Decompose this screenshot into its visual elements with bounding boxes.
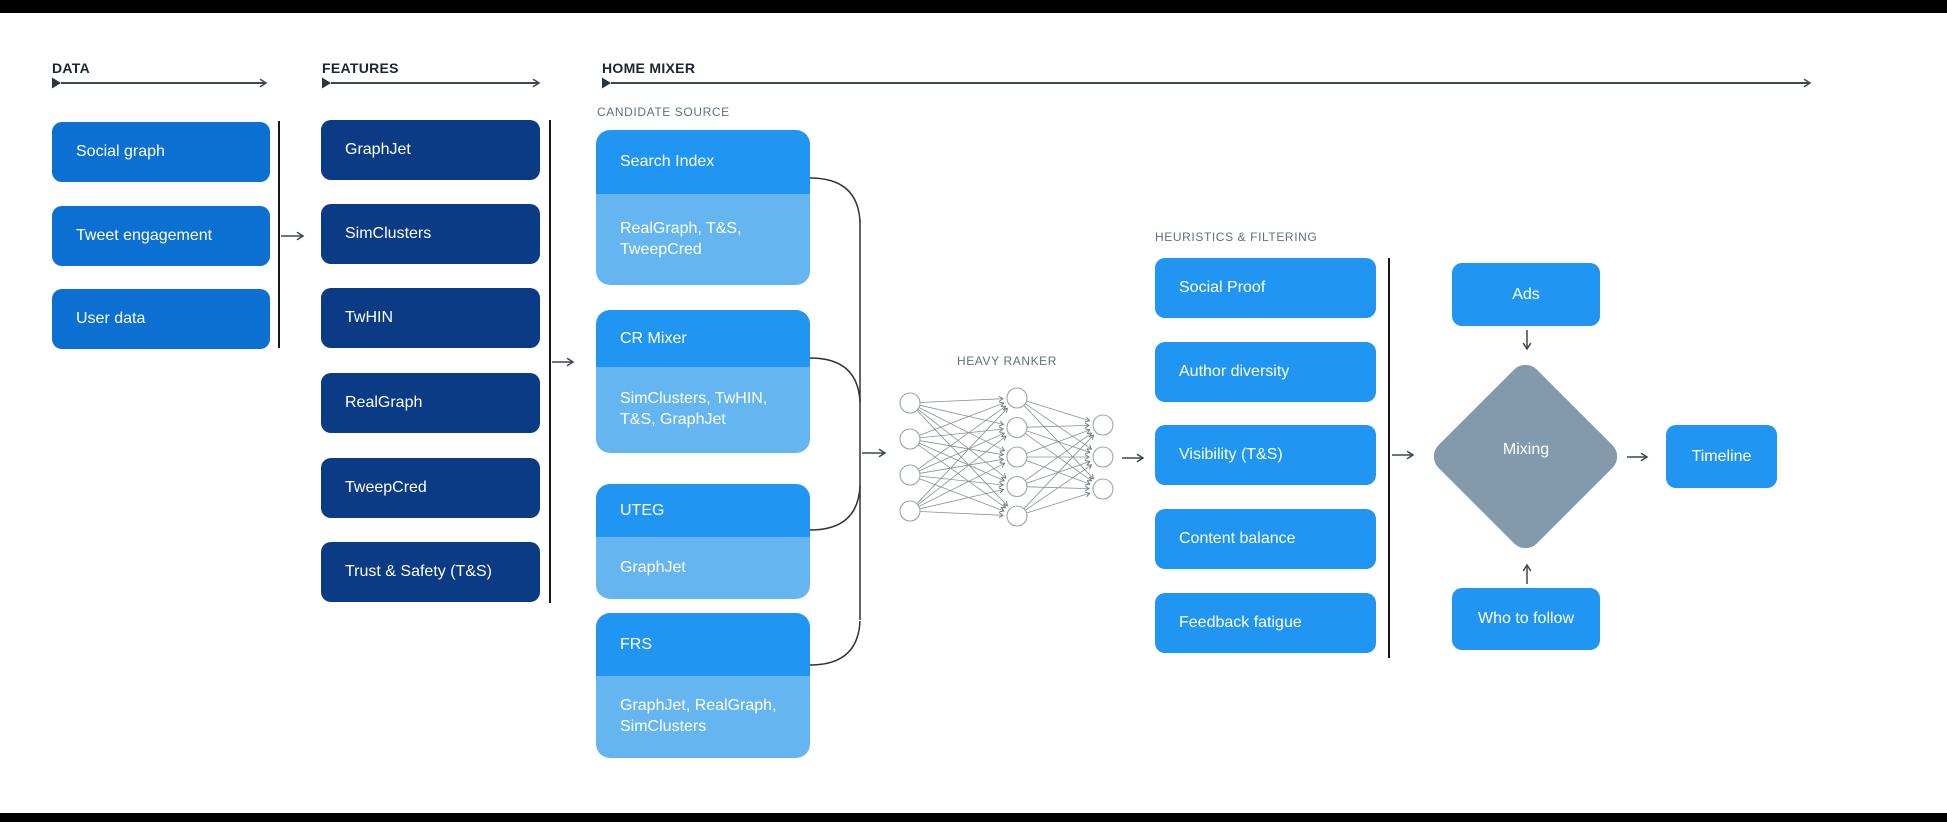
node-label: Feedback fatigue — [1179, 614, 1302, 631]
card-title: CR Mixer — [596, 310, 810, 367]
card-uteg: UTEG GraphJet — [596, 484, 810, 599]
node-social-graph: Social graph — [52, 122, 270, 182]
node-timeline: Timeline — [1666, 425, 1777, 488]
features-column-header: FEATURES — [322, 60, 399, 76]
node-tweet-engagement: Tweet engagement — [52, 206, 270, 266]
node-graphjet: GraphJet — [321, 120, 540, 180]
node-trust-safety: Trust & Safety (T&S) — [321, 542, 540, 602]
node-label: Tweet engagement — [76, 227, 213, 244]
node-label: Social Proof — [1179, 279, 1266, 296]
node-label: User data — [76, 310, 146, 327]
card-title-text: CR Mixer — [620, 329, 687, 347]
node-twhin: TwHIN — [321, 288, 540, 348]
card-title: Search Index — [596, 130, 810, 194]
card-features-text: GraphJet, RealGraph, SimClusters — [620, 697, 777, 735]
node-label: Social graph — [76, 143, 165, 160]
card-features-text: SimClusters, TwHIN, T&S, GraphJet — [620, 390, 768, 428]
card-features-text: GraphJet — [620, 558, 686, 576]
node-label: Trust & Safety (T&S) — [345, 563, 492, 580]
heuristics-filtering-label: HEURISTICS & FILTERING — [1155, 230, 1318, 244]
data-column-header: DATA — [52, 60, 91, 76]
node-label: Content balance — [1179, 530, 1296, 547]
card-features: RealGraph, T&S, TweepCred — [596, 194, 810, 285]
node-label: Visibility (T&S) — [1179, 446, 1283, 463]
search-index-connector — [809, 177, 861, 223]
card-title: FRS — [596, 613, 810, 676]
node-label: RealGraph — [345, 394, 423, 411]
card-frs: FRS GraphJet, RealGraph, SimClusters — [596, 613, 810, 758]
node-who-to-follow: Who to follow — [1452, 588, 1600, 650]
cr-mixer-connector — [809, 357, 861, 403]
node-label: Ads — [1512, 285, 1540, 303]
data-header-arrow — [52, 77, 268, 89]
node-ads: Ads — [1452, 263, 1600, 326]
home-mixer-column-header: HOME MIXER — [602, 60, 696, 76]
mixing-diamond-label: Mixing — [1502, 441, 1550, 458]
heavy-ranker-label: HEAVY RANKER — [956, 354, 1058, 368]
node-tweepcred: TweepCred — [321, 458, 540, 518]
neural-network-nodes — [899, 387, 1114, 527]
home-mixer-header-arrow — [602, 77, 1812, 89]
node-realgraph: RealGraph — [321, 373, 540, 433]
node-label: Timeline — [1691, 447, 1752, 465]
frs-connector — [809, 620, 861, 666]
card-features: GraphJet, RealGraph, SimClusters — [596, 676, 810, 758]
node-simclusters: SimClusters — [321, 204, 540, 264]
card-title-text: UTEG — [620, 501, 665, 519]
card-title-text: Search Index — [620, 153, 715, 170]
node-author-diversity: Author diversity — [1155, 342, 1376, 402]
node-label: TwHIN — [345, 309, 393, 326]
candidate-source-label: CANDIDATE SOURCE — [597, 105, 730, 119]
node-label: TweepCred — [345, 479, 427, 496]
node-social-proof: Social Proof — [1155, 258, 1376, 318]
top-letterbox-bar — [0, 0, 1947, 13]
node-label: SimClusters — [345, 225, 432, 242]
features-header-arrow — [322, 77, 541, 89]
node-label: Author diversity — [1179, 363, 1290, 380]
node-visibility: Visibility (T&S) — [1155, 425, 1376, 485]
card-features: SimClusters, TwHIN, T&S, GraphJet — [596, 367, 810, 453]
node-content-balance: Content balance — [1155, 509, 1376, 569]
neural-network-edges — [916, 395, 1094, 519]
card-cr-mixer: CR Mixer SimClusters, TwHIN, T&S, GraphJ… — [596, 310, 810, 453]
node-user-data: User data — [52, 289, 270, 349]
card-title: UTEG — [596, 484, 810, 537]
uteg-connector — [809, 485, 861, 531]
bottom-letterbox-bar — [0, 813, 1947, 822]
node-label: GraphJet — [345, 141, 411, 158]
card-search-index: Search Index RealGraph, T&S, TweepCred — [596, 130, 810, 285]
node-label: Who to follow — [1477, 610, 1575, 627]
card-title-text: FRS — [620, 635, 652, 653]
node-feedback-fatigue: Feedback fatigue — [1155, 593, 1376, 653]
card-features-text: RealGraph, T&S, TweepCred — [620, 219, 742, 258]
card-features: GraphJet — [596, 537, 810, 599]
